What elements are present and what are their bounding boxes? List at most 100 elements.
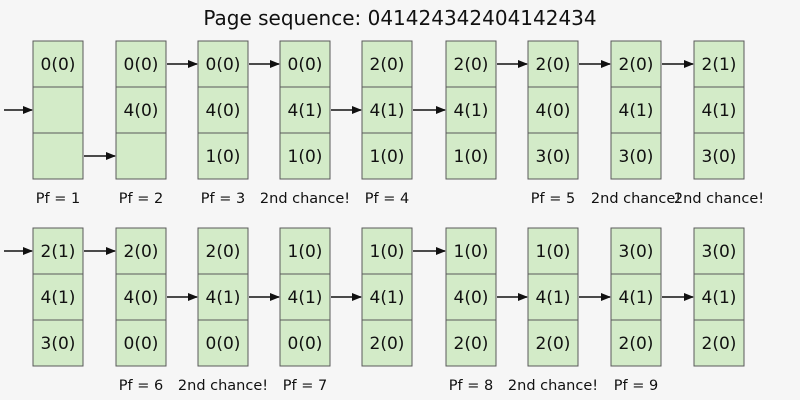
- frame-cell: [279, 86, 331, 134]
- step-label: 2nd chance!: [178, 378, 268, 394]
- frame-value: 2(0): [702, 334, 737, 354]
- step-label: Pf = 1: [36, 191, 80, 207]
- step-label: Pf = 3: [201, 191, 245, 207]
- frame-column: 0(0) Pf = 1: [4, 40, 84, 207]
- frame-value: 2(0): [454, 334, 489, 354]
- frame-cell: [197, 319, 249, 367]
- frame-value: 4(0): [536, 101, 571, 121]
- frame-cell: [115, 227, 167, 275]
- frame-value: 2(0): [124, 242, 159, 262]
- frame-value: 1(0): [454, 242, 489, 262]
- frame-value: 3(0): [536, 147, 571, 167]
- frame-value: 2(0): [619, 55, 654, 75]
- frame-column: 2(1) 4(1) 3(0): [4, 227, 84, 367]
- frame-column: 0(0)4(0)1(0)Pf = 3: [167, 40, 249, 207]
- frame-value: 3(0): [619, 147, 654, 167]
- step-label: 2nd chance!: [674, 191, 764, 207]
- frame-value: 4(1): [41, 288, 76, 308]
- frame-cell: [115, 319, 167, 367]
- frame-cell: [693, 273, 745, 321]
- frame-cell: [693, 86, 745, 134]
- frame-cell: [610, 86, 662, 134]
- frame-value: 2(0): [370, 334, 405, 354]
- frame-value: 4(1): [619, 101, 654, 121]
- frame-cell: [32, 273, 84, 321]
- frame-cell: [610, 319, 662, 367]
- frame-cell: [197, 227, 249, 275]
- frame-column: 2(0)4(0)0(0)Pf = 6: [84, 227, 167, 394]
- frame-value: 3(0): [702, 242, 737, 262]
- frame-value: 0(0): [206, 55, 241, 75]
- frame-value: 0(0): [41, 55, 76, 75]
- frame-cell: [445, 86, 497, 134]
- frame-column: 3(0)4(1)2(0)Pf = 9: [579, 227, 662, 394]
- frame-value: 4(0): [454, 288, 489, 308]
- frame-cell: [197, 40, 249, 88]
- frame-column: 0(0)4(0)Pf = 2: [84, 40, 167, 207]
- frame-cell: [445, 273, 497, 321]
- frame-column: 2(0)4(1)0(0)2nd chance!: [167, 227, 268, 394]
- frame-cell: [32, 40, 84, 88]
- step-label: Pf = 4: [365, 191, 409, 207]
- frame-column: 2(0)4(1)1(0): [413, 40, 497, 180]
- frame-value: 2(0): [619, 334, 654, 354]
- frame-column: 1(0)4(1)2(0)2nd chance!: [497, 227, 598, 394]
- frame-cell: [527, 86, 579, 134]
- frame-value: 1(0): [288, 242, 323, 262]
- frame-cell: [693, 319, 745, 367]
- frame-cell: [610, 273, 662, 321]
- frame-column: 2(0)4(0)3(0)Pf = 5: [497, 40, 579, 207]
- step-label: Pf = 2: [119, 191, 163, 207]
- frame-value: 2(0): [536, 334, 571, 354]
- frame-value: 1(0): [288, 147, 323, 167]
- frame-value: 2(0): [370, 55, 405, 75]
- frame-cell: [527, 40, 579, 88]
- frame-cell: [197, 132, 249, 180]
- frame-value: 3(0): [41, 334, 76, 354]
- frame-cell: [361, 40, 413, 88]
- frame-column: 2(0) 4(1) 1(0) Pf = 4: [331, 40, 413, 207]
- frame-cell: [610, 132, 662, 180]
- frame-column: 1(0) 4(0) 2(0) Pf = 8: [413, 227, 497, 394]
- frame-value: 1(0): [370, 147, 405, 167]
- frame-value: 0(0): [288, 334, 323, 354]
- step-label: Pf = 7: [283, 378, 327, 394]
- frame-cell: [361, 132, 413, 180]
- frame-value: 4(0): [206, 101, 241, 121]
- frame-value: 1(0): [370, 242, 405, 262]
- frame-value: 4(1): [370, 101, 405, 121]
- frame-value: 4(1): [702, 288, 737, 308]
- frame-cell: [279, 319, 331, 367]
- step-label: 2nd chance!: [508, 378, 598, 394]
- frame-cell: [197, 86, 249, 134]
- frame-value: 2(1): [41, 242, 76, 262]
- frame-value: 4(1): [288, 288, 323, 308]
- step-label: Pf = 8: [449, 378, 493, 394]
- frame-cell: [527, 319, 579, 367]
- frame-cell: [445, 319, 497, 367]
- step-label: 2nd chance!: [260, 191, 350, 207]
- frame-cell: [361, 273, 413, 321]
- frame-cell: [693, 132, 745, 180]
- frame-column: 3(0) 4(1) 2(0): [662, 227, 745, 367]
- frame-value: 4(0): [124, 288, 159, 308]
- frame-cell: [32, 227, 84, 275]
- frame-cell: [32, 319, 84, 367]
- frame-value: 3(0): [619, 242, 654, 262]
- frame-cell: [361, 86, 413, 134]
- frame-cell: [32, 86, 84, 134]
- frame-cell: [279, 40, 331, 88]
- frame-value: 4(1): [702, 101, 737, 121]
- frame-column: 1(0) 4(1) 0(0) Pf = 7: [249, 227, 331, 394]
- step-label: Pf = 9: [614, 378, 658, 394]
- frame-cell: [693, 227, 745, 275]
- frame-cell: [610, 227, 662, 275]
- frame-value: 2(0): [454, 55, 489, 75]
- frame-cell: [445, 132, 497, 180]
- frame-value: 3(0): [702, 147, 737, 167]
- frame-column: 2(1)4(1)3(0)2nd chance!: [662, 40, 764, 207]
- frame-cell: [279, 227, 331, 275]
- frame-value: 4(1): [206, 288, 241, 308]
- frame-cell: [610, 40, 662, 88]
- frame-value: 0(0): [124, 334, 159, 354]
